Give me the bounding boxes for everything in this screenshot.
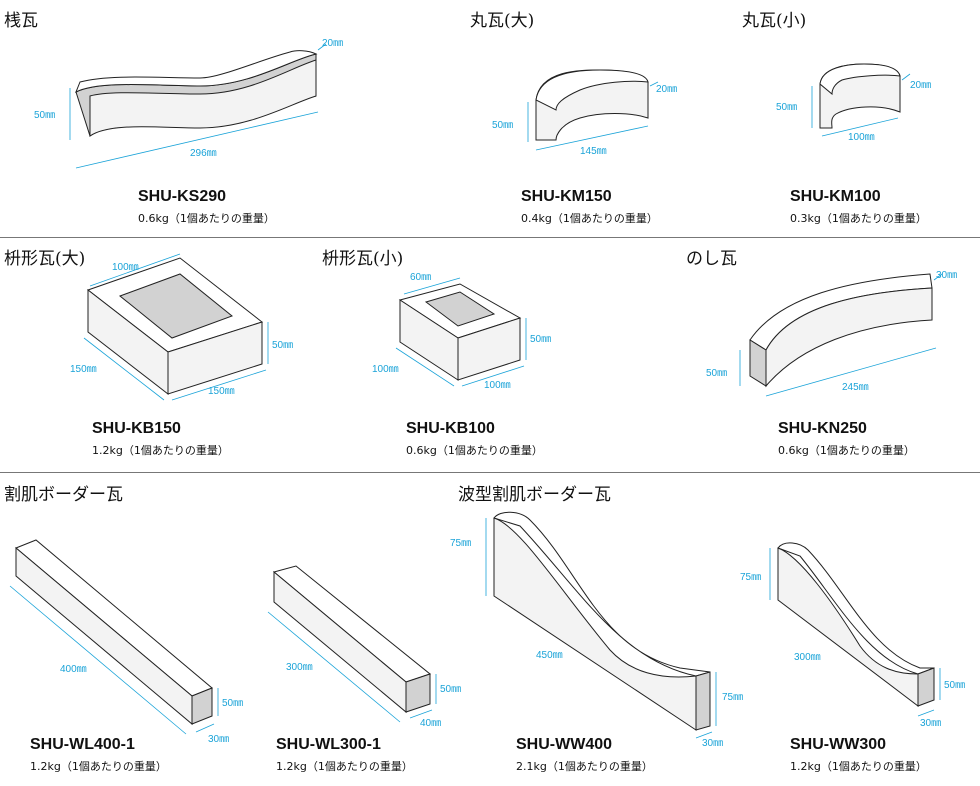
dimension-label: 30㎜	[936, 270, 957, 281]
product-code: SHU-KM100	[790, 188, 881, 205]
dimension-label: 40㎜	[420, 718, 441, 729]
product-weight: 0.6kg（1個あたりの重量）	[406, 444, 543, 457]
product-weight: 0.3kg（1個あたりの重量）	[790, 212, 927, 225]
dimension-label: 145㎜	[580, 146, 607, 157]
dimension-label: 100㎜	[484, 380, 511, 391]
dimension-label: 300㎜	[794, 652, 821, 663]
section-title-border: 割肌ボーダー瓦	[4, 485, 123, 505]
product-code: SHU-KM150	[521, 188, 612, 205]
dimension-label: 450㎜	[536, 650, 563, 661]
tile-illustration-ks290: 20㎜ 50㎜ 296㎜	[34, 38, 343, 169]
section-title-sankawara: 桟瓦	[4, 11, 38, 31]
dimension-label: 30㎜	[208, 734, 229, 745]
product-weight: 2.1kg（1個あたりの重量）	[516, 760, 653, 773]
product-weight: 1.2kg（1個あたりの重量）	[30, 760, 167, 773]
dimension-label: 30㎜	[702, 738, 723, 749]
section-title-marugawara-small: 丸瓦(小)	[742, 11, 807, 31]
dimension-label: 245㎜	[842, 382, 869, 393]
product-code: SHU-WL400-1	[30, 736, 135, 753]
dimension-label: 20㎜	[656, 84, 677, 95]
tile-illustration-ww300: 75㎜ 300㎜ 50㎜ 30㎜	[740, 542, 965, 729]
dimension-label: 60㎜	[410, 272, 431, 283]
dimension-label: 75㎜	[450, 538, 471, 549]
product-weight: 0.6kg（1個あたりの重量）	[138, 212, 275, 225]
dimension-label: 75㎜	[722, 692, 743, 703]
tile-illustration-kb150: 100㎜ 50㎜ 150㎜ 150㎜	[70, 253, 293, 401]
dimension-label: 50㎜	[492, 120, 513, 131]
dimension-label: 300㎜	[286, 662, 313, 673]
dimension-label: 50㎜	[706, 368, 727, 379]
dimension-label: 100㎜	[848, 132, 875, 143]
dimension-label: 50㎜	[944, 680, 965, 691]
product-weight: 0.4kg（1個あたりの重量）	[521, 212, 658, 225]
dimension-label: 30㎜	[920, 718, 941, 729]
tile-illustration-kb100: 60㎜ 50㎜ 100㎜ 100㎜	[372, 272, 551, 391]
product-weight: 1.2kg（1個あたりの重量）	[790, 760, 927, 773]
product-weight: 0.6kg（1個あたりの重量）	[778, 444, 915, 457]
dimension-label: 50㎜	[272, 340, 293, 351]
dimension-label: 20㎜	[322, 38, 343, 49]
product-code: SHU-KB100	[406, 420, 495, 437]
product-weight: 1.2kg（1個あたりの重量）	[92, 444, 229, 457]
section-title-masugata-small: 枡形瓦(小)	[322, 249, 404, 269]
tile-illustration-km100: 20㎜ 50㎜ 100㎜	[776, 63, 931, 143]
dimension-label: 150㎜	[70, 364, 97, 375]
section-title-marugawara-large: 丸瓦(大)	[470, 11, 535, 31]
product-weight: 1.2kg（1個あたりの重量）	[276, 760, 413, 773]
dimension-label: 50㎜	[776, 102, 797, 113]
dimension-label: 50㎜	[440, 684, 461, 695]
product-code: SHU-WL300-1	[276, 736, 381, 753]
dimension-label: 75㎜	[740, 572, 761, 583]
tile-illustration-km150: 20㎜ 50㎜ 145㎜	[492, 69, 677, 157]
product-code: SHU-KN250	[778, 420, 867, 437]
dimension-label: 20㎜	[910, 80, 931, 91]
tile-illustration-kn250: 30㎜ 50㎜ 245㎜	[706, 270, 957, 397]
dimension-label: 150㎜	[208, 386, 235, 397]
product-code: SHU-WW400	[516, 736, 613, 753]
section-title-masugata-large: 枡形瓦(大)	[4, 249, 86, 269]
tile-illustration-ww400: 75㎜ 450㎜ 75㎜ 30㎜	[450, 511, 743, 749]
dimension-label: 50㎜	[222, 698, 243, 709]
tile-illustration-wl300: 300㎜ 50㎜ 40㎜	[267, 565, 461, 729]
product-code: SHU-KB150	[92, 420, 181, 437]
product-code: SHU-WW300	[790, 736, 887, 753]
section-title-wave-border: 波型割肌ボーダー瓦	[458, 485, 611, 505]
product-code: SHU-KS290	[138, 188, 227, 205]
dimension-label: 296㎜	[190, 148, 217, 159]
dimension-label: 100㎜	[372, 364, 399, 375]
section-title-noshigawara: のし瓦	[686, 249, 737, 269]
divider	[0, 237, 980, 238]
dimension-label: 50㎜	[34, 110, 55, 121]
dimension-label: 50㎜	[530, 334, 551, 345]
tile-illustration-wl400: 400㎜ 50㎜ 30㎜	[9, 539, 243, 745]
dimension-label: 100㎜	[112, 262, 139, 273]
divider	[0, 472, 980, 473]
dimension-label: 400㎜	[60, 664, 87, 675]
